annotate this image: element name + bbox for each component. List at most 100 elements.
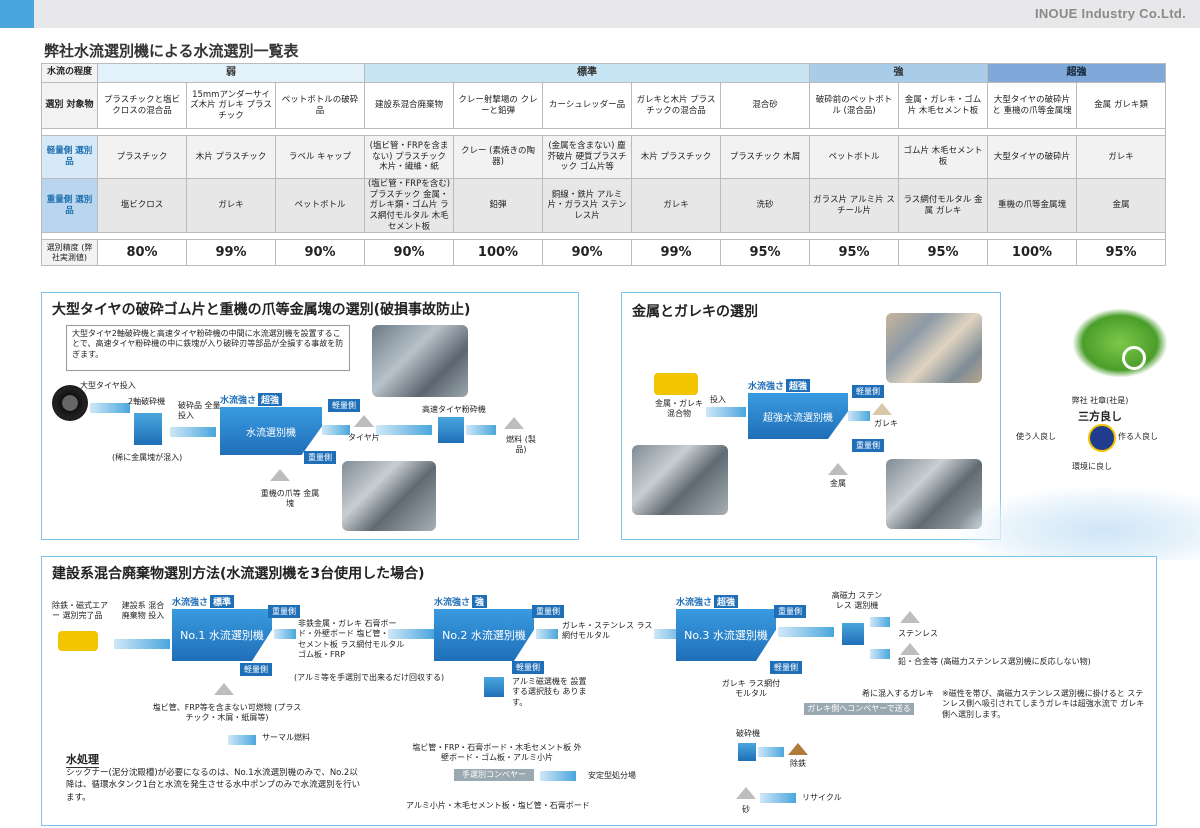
leaf-logo-icon (1072, 308, 1168, 378)
tire-chips-photo (372, 325, 468, 397)
company-emblem-icon (1088, 424, 1116, 452)
arrow-icon (540, 771, 576, 781)
target-cell: カーシュレッダー品 (542, 82, 632, 129)
target-cell: 建設系混合廃棄物 (364, 82, 454, 129)
arrow-icon (758, 747, 784, 757)
sorting-table: 水流の程度 弱 標準 強 超強 選別 対象物 プラスチックと塩ビクロスの混合品 … (41, 63, 1166, 267)
heavy-cell: 重機の爪等金属塊 (987, 177, 1077, 234)
metal-light-tag: 軽量側 (852, 385, 884, 398)
strength-label: 水流強さ (220, 396, 257, 406)
sanpo-title1: 弊社 社章(社是) (1071, 396, 1129, 405)
company-name: INOUE Industry Co.Ltd. (1034, 6, 1186, 21)
metal-heavy-tag: 重量側 (852, 439, 884, 452)
crusher-icon (738, 743, 756, 761)
accuracy-cell: 99% (186, 239, 276, 267)
accuracy-cell: 95% (720, 239, 810, 267)
accuracy-cell: 95% (809, 239, 899, 267)
light-cell: (塩ビ管・FRPを含まない) プラスチック 木片・繊維・紙 (364, 135, 454, 179)
level-standard: 標準 (364, 63, 810, 83)
rubble-label: ガレキ (874, 419, 898, 428)
conveyor-label: 手選別コンベヤー (454, 769, 534, 781)
m2-light-tag: 軽量側 (512, 661, 544, 674)
hm-label: 高磁力 ステンレス 選別機 (831, 591, 883, 611)
m3-heavy-tag: 重量側 (774, 605, 806, 618)
to-conveyor-label: ガレキ側へコンベヤーで送る (804, 703, 914, 715)
m1-machine: No.1 水流選別機 (172, 609, 272, 661)
heavy-cell: ガレキ (631, 177, 721, 234)
top-bar-accent (0, 0, 34, 28)
heavy-cell: ラス網付モルタル 金属 ガレキ (898, 177, 988, 234)
m2-machine: No.2 水流選別機 (434, 609, 534, 661)
stainless-label: ステンレス (898, 629, 938, 638)
rubble-photo (886, 313, 982, 383)
iron-label: 除鉄 (790, 759, 806, 768)
metal-machine: 超強水流選別機 (748, 393, 848, 439)
aluminum-separator-icon (484, 677, 504, 697)
m3-strength: 水流強さ超強 (676, 595, 739, 608)
heavy-cell: ガレキ (186, 177, 276, 234)
tire-machine: 水流選別機 (220, 407, 322, 455)
strength-label: 水流強さ (748, 382, 785, 392)
grinder-icon (438, 417, 464, 443)
arrow-icon (90, 403, 130, 413)
arrow-icon (228, 735, 256, 745)
tire-heavy-tag: 重量側 (304, 451, 336, 464)
crusher-icon (134, 413, 162, 445)
strength-badge: 超強 (714, 595, 739, 608)
iron-pile (788, 743, 808, 755)
target-cell: 混合砂 (720, 82, 810, 129)
target-cell: 金属 ガレキ類 (1076, 82, 1166, 129)
stainless-separator-icon (842, 623, 864, 645)
m1-heavy-list: 非鉄金属・ガレキ 石膏ボード・外壁ボード 塩ビ管・木毛セメント板 ラス網付モルタ… (298, 619, 405, 660)
m3-light-list: ガレキ ラス網付モルタル (721, 679, 781, 699)
heavy-cell: 塩ビクロス (97, 177, 187, 234)
m2-heavy-list: ガレキ・ステンレス ラス網付モルタル (562, 621, 653, 641)
metal-title: 金属とガレキの選別 (632, 304, 758, 320)
light-row: 軽量側 選別品 プラスチック 木片 プラスチック ラベル キャップ (塩ビ管・F… (41, 135, 1166, 179)
grinder-label: 高速タイヤ粉砕機 (422, 405, 486, 414)
crusher-label: 2軸破砕機 (128, 397, 166, 406)
metal-lump-label: 重機の爪等 金属塊 (260, 489, 320, 509)
level-weak: 弱 (97, 63, 365, 83)
arrow-icon (706, 407, 746, 417)
heavy-cell: 金属 (1076, 177, 1166, 234)
level-strong: 強 (809, 63, 988, 83)
targets-row: 選別 対象物 プラスチックと塩ビクロスの混合品 15mmアンダーサイズ木片 ガレ… (41, 82, 1166, 129)
accuracy-label: 選別精度 (弊社実測値) (41, 239, 98, 267)
accuracy-cell: 100% (453, 239, 543, 267)
accuracy-cell: 80% (97, 239, 187, 267)
m2-bottom-list: アルミ小片・木毛セメント板・塩ビ管・石膏ボード (406, 801, 590, 810)
construction-section: 建設系混合廃棄物選別方法(水流選別機を3台使用した場合) 除鉄・磁式エアー 選別… (41, 556, 1157, 826)
heavy-cell: (塩ビ管・FRPを含む) プラスチック 金属・ガレキ類・ゴム片 ラス網付モルタル… (364, 177, 454, 234)
start-label: 除鉄・磁式エアー 選別完了品 (52, 601, 108, 621)
accuracy-cell: 100% (987, 239, 1077, 267)
sand-pile (736, 787, 756, 799)
tire-note: 大型タイヤ2軸破砕機と高速タイヤ粉砕機の中間に水流選別機を設置することで、高速タ… (66, 325, 350, 371)
construction-title: 建設系混合廃棄物選別方法(水流選別機を3台使用した場合) (52, 566, 425, 582)
light-cell: 木片 プラスチック (186, 135, 276, 179)
target-cell: 15mmアンダーサイズ木片 ガレキ プラスチック (186, 82, 276, 129)
m2-light-list: 塩ビ管・FRP・石膏ボード・木毛セメント板 外壁ボード・ゴム板・アルミ小片 (412, 743, 582, 763)
stainless-pile (900, 611, 920, 623)
tire-strength: 水流強さ超強 (220, 393, 283, 406)
light-cell: ラベル キャップ (275, 135, 365, 179)
arrow-icon (848, 411, 870, 421)
sanpo-left: 使う人良し (1016, 432, 1056, 441)
tire-chips-pile (354, 415, 374, 427)
strength-label: 水流強さ (676, 598, 713, 608)
input-label: 建設系 混合廃棄物 投入 (121, 601, 165, 621)
sand-label: 砂 (742, 805, 750, 814)
tire-light-tag: 軽量側 (328, 399, 360, 412)
arrow-icon (274, 629, 296, 639)
m2-heavy-tag: 重量側 (532, 605, 564, 618)
accuracy-cell: 90% (542, 239, 632, 267)
heavy-label: 重量側 選別品 (41, 177, 98, 234)
mixed-photo (632, 445, 728, 515)
tire-input-label: 大型タイヤ投入 (80, 381, 136, 390)
light-label: 軽量側 選別品 (41, 135, 98, 179)
strength-label: 水流強さ (172, 598, 209, 608)
landfill-label: 安定型処分場 (588, 771, 636, 780)
target-cell: 破砕前のペットボトル (混合品) (809, 82, 899, 129)
arrow-icon (536, 629, 558, 639)
level-ultra: 超強 (987, 63, 1166, 83)
